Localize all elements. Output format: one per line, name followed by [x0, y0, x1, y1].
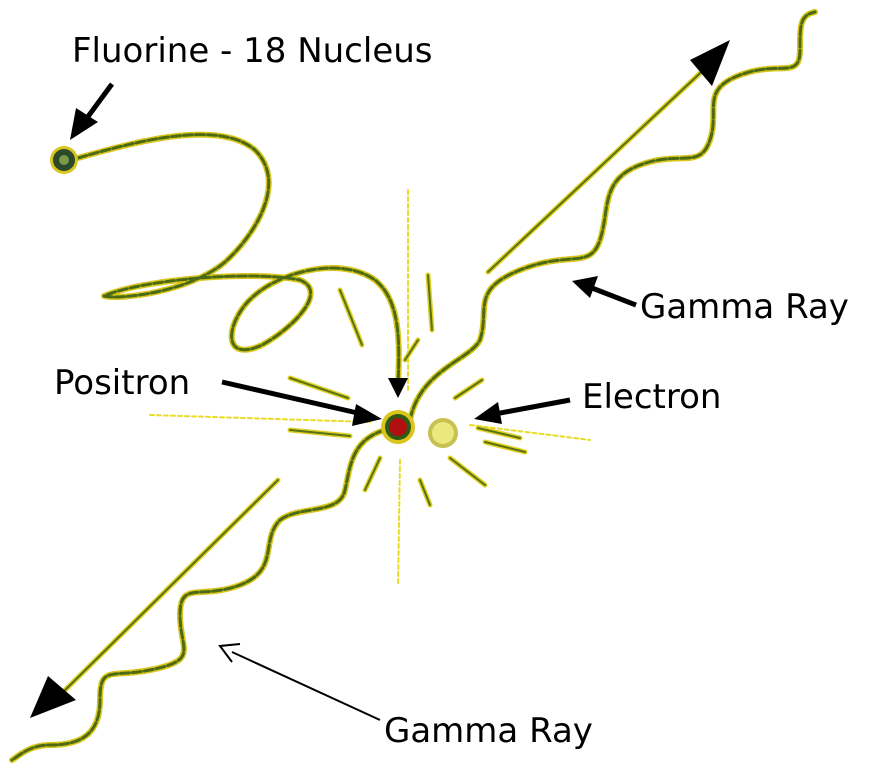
lower-gamma-pointer-arrow	[220, 644, 380, 720]
positron-pointer-arrow	[222, 382, 382, 426]
positron-label: Positron	[54, 363, 190, 403]
lower-gamma-ray-label: Gamma Ray	[384, 711, 593, 751]
fluorine-18-nucleus	[50, 146, 78, 174]
electron-pointer-arrow	[474, 400, 570, 424]
nucleus-pointer-arrow	[70, 84, 112, 140]
positron-trajectory	[78, 135, 399, 385]
electron-particle	[428, 418, 458, 448]
lower-gamma-arrowhead	[30, 676, 76, 718]
electron-label: Electron	[582, 377, 721, 417]
upper-gamma-ray-label: Gamma Ray	[640, 287, 849, 327]
nucleus-label: Fluorine - 18 Nucleus	[72, 31, 433, 71]
annihilation-burst	[150, 190, 590, 585]
trajectory-arrowhead	[388, 378, 408, 398]
positron-particle	[381, 410, 415, 444]
lower-gamma-ray-wave	[12, 430, 385, 760]
upper-gamma-ray-wave	[410, 12, 815, 420]
upper-gamma-pointer-arrow	[572, 276, 636, 305]
